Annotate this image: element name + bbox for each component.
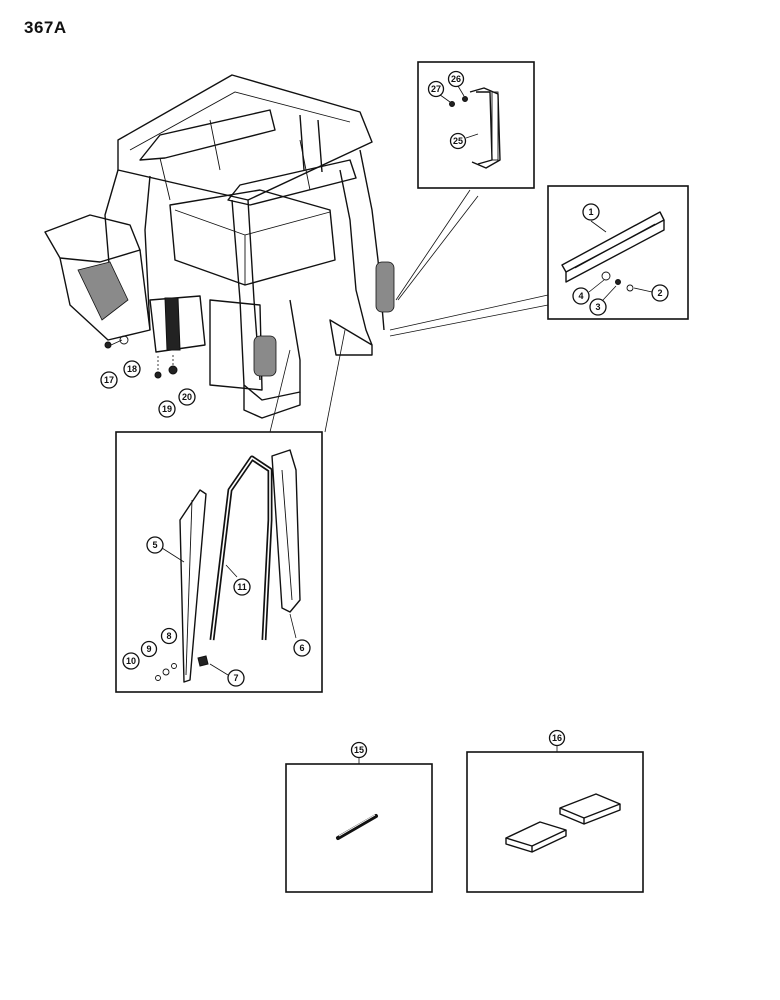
callout-1: 1	[582, 203, 600, 221]
callout-20: 20	[178, 388, 196, 406]
callout-4-label: 4	[578, 291, 583, 301]
callout-17: 17	[100, 371, 118, 389]
callout-6-label: 6	[299, 643, 304, 653]
cab-frame-illustration	[44, 74, 395, 419]
page-number: 367A	[24, 18, 67, 37]
callout-19-label: 19	[162, 404, 172, 414]
callout-3-label: 3	[595, 302, 600, 312]
callout-26: 26	[447, 70, 465, 88]
callout-19: 19	[158, 400, 176, 418]
callout-9: 9	[140, 640, 158, 658]
callout-6: 6	[293, 639, 311, 657]
callout-20-label: 20	[182, 392, 192, 402]
callout-4: 4	[572, 287, 590, 305]
callout-26-label: 26	[451, 74, 461, 84]
callout-7-label: 7	[233, 673, 238, 683]
callout-10: 10	[122, 652, 140, 670]
callout-16-label: 16	[552, 733, 562, 743]
callout-9-label: 9	[146, 644, 151, 654]
callout-17-label: 17	[104, 375, 114, 385]
callout-7: 7	[227, 669, 245, 687]
callout-18-label: 18	[127, 364, 137, 374]
detail-leaders	[269, 189, 549, 433]
callout-5-label: 5	[152, 540, 157, 550]
callout-16: 16	[548, 729, 566, 747]
callout-15-label: 15	[354, 745, 364, 755]
callout-25: 25	[449, 132, 467, 150]
callout-8: 8	[160, 627, 178, 645]
callout-15: 15	[350, 741, 368, 759]
callout-18: 18	[123, 360, 141, 378]
callout-27-label: 27	[431, 84, 441, 94]
callout-8-label: 8	[166, 631, 171, 641]
callout-5: 5	[146, 536, 164, 554]
callout-11: 11	[233, 578, 251, 596]
callout-10-label: 10	[126, 656, 136, 666]
detail-part-15	[285, 757, 433, 893]
callout-2-label: 2	[657, 288, 662, 298]
callout-27: 27	[427, 80, 445, 98]
callout-25-label: 25	[453, 136, 463, 146]
cab-mount-hardware	[104, 335, 178, 379]
detail-part-16	[466, 745, 644, 893]
callout-3: 3	[589, 298, 607, 316]
detail-angle-strip	[547, 185, 689, 320]
callout-1-label: 1	[588, 207, 593, 217]
callout-2: 2	[651, 284, 669, 302]
callout-11-label: 11	[237, 582, 247, 592]
